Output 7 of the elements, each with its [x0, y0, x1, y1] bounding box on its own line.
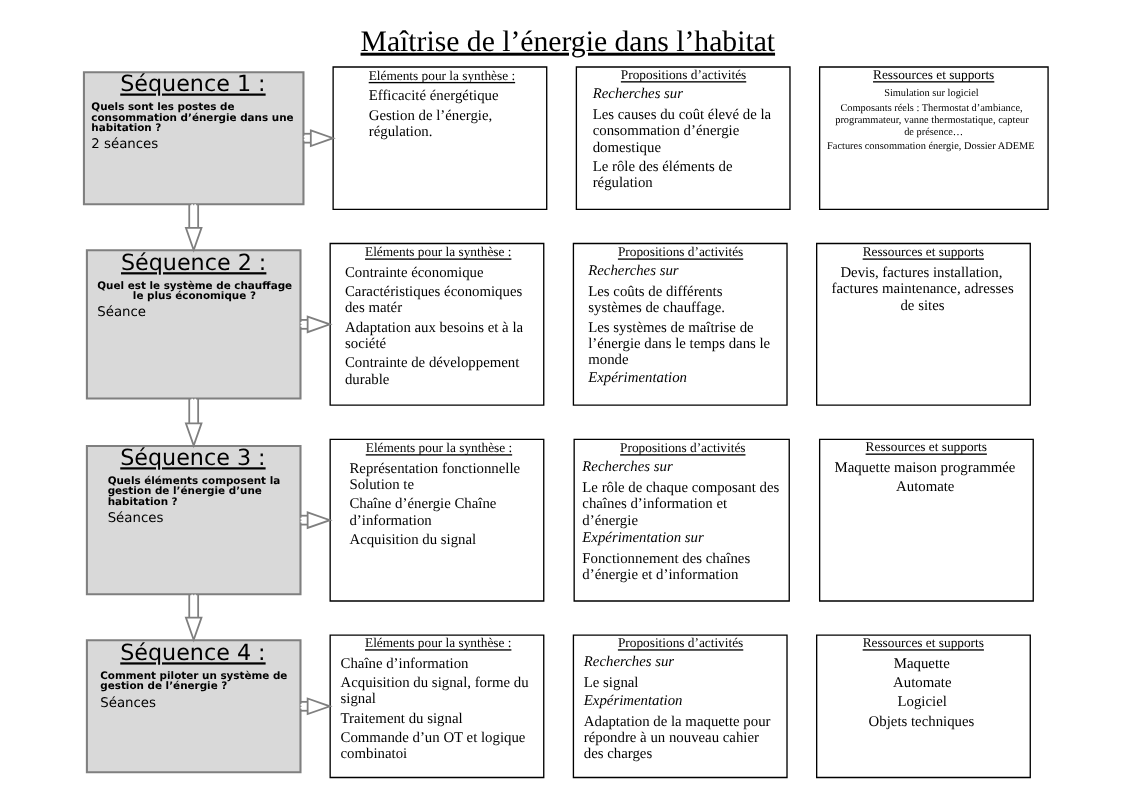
arrow: [184, 593, 203, 643]
arrow: [184, 397, 203, 449]
arrow: [299, 697, 333, 716]
arrow: [302, 129, 336, 148]
arrow: [299, 315, 333, 334]
arrow: [184, 203, 203, 253]
diagram-title: Maîtrise de l’énergie dans l’habitat: [360, 26, 776, 59]
